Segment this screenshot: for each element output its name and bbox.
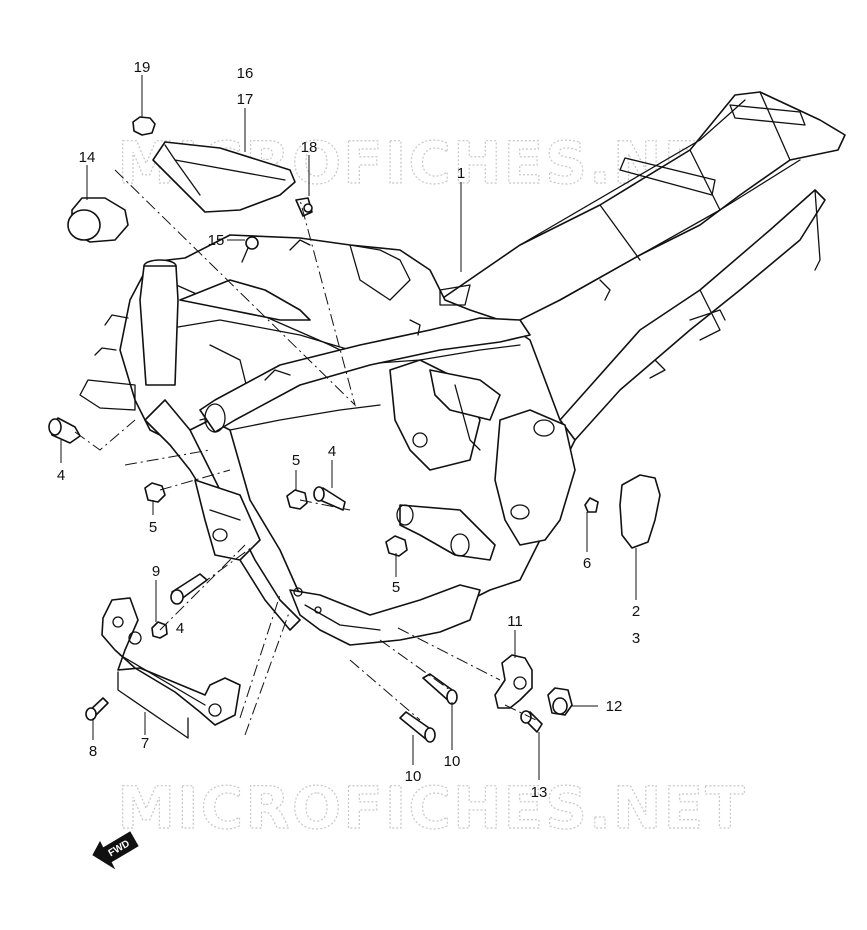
callout-17: 17: [237, 91, 254, 108]
callout-13: 13: [531, 784, 548, 801]
callout-10-left: 10: [405, 768, 422, 785]
bolt-4-lower: [170, 573, 208, 605]
callout-16: 16: [237, 65, 254, 82]
nut-5-left: [144, 482, 166, 503]
bracket-11: [494, 654, 533, 709]
bracket-7: [101, 597, 241, 726]
callout-4-mid: 4: [328, 443, 336, 460]
fwd-arrow-icon: FWD: [92, 831, 139, 870]
callout-1: 1: [457, 165, 465, 182]
screw-15: [241, 236, 259, 263]
watermark-bottom: MICROFICHES.NET: [117, 774, 746, 842]
grommet-19: [132, 116, 156, 136]
callout-7: 7: [141, 735, 149, 752]
callout-5-lower: 5: [392, 579, 400, 596]
bolt-13: [520, 710, 543, 733]
callout-2: 2: [632, 603, 640, 620]
bolt-4-left: [48, 417, 81, 444]
bolt-18: [295, 197, 313, 217]
bolt-10-left: [399, 711, 436, 743]
callout-3: 3: [632, 630, 640, 647]
side-cover-16-17: [152, 141, 296, 213]
cap-14: [67, 197, 129, 243]
clip-6: [584, 497, 599, 513]
callout-9: 9: [152, 563, 160, 580]
callout-19: 19: [134, 59, 151, 76]
callout-5-left: 5: [149, 519, 157, 536]
callout-15: 15: [208, 232, 225, 249]
callout-14: 14: [79, 149, 96, 166]
callout-18: 18: [301, 139, 318, 156]
pad-2-3: [619, 474, 661, 549]
nut-5-lower: [385, 535, 408, 557]
bolt-4-mid: [313, 486, 346, 511]
callout-6: 6: [583, 555, 591, 572]
bushing-12: [547, 687, 573, 716]
nut-9: [151, 621, 168, 639]
callout-8: 8: [89, 743, 97, 760]
callout-4-left: 4: [57, 467, 65, 484]
main-frame: [79, 91, 846, 646]
callout-5-mid: 5: [292, 452, 300, 469]
callout-11: 11: [507, 613, 523, 630]
nut-5-mid: [286, 489, 308, 510]
bolt-8: [85, 697, 109, 721]
bolt-10-right: [422, 673, 458, 705]
callout-4-lower: 4: [176, 620, 184, 637]
callout-12: 12: [606, 698, 623, 715]
callout-10-right: 10: [444, 753, 461, 770]
